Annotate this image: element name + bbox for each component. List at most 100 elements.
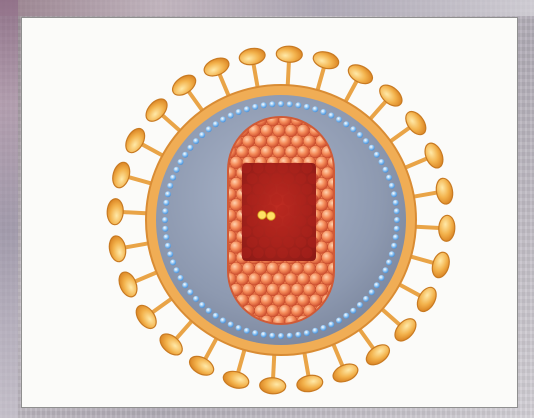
spike-stalk (408, 254, 434, 265)
core-bead (271, 173, 282, 184)
membrane-dot (199, 132, 205, 138)
core-bead (265, 247, 276, 258)
core-bead (277, 205, 288, 216)
core-bead (253, 247, 264, 258)
membrane-dot (174, 267, 180, 273)
spike-head (311, 49, 340, 71)
core-bead (259, 194, 270, 205)
spike-head (259, 377, 286, 394)
capsid-bead (285, 273, 297, 285)
membrane-dot (206, 308, 212, 314)
capsid-bead (267, 305, 279, 317)
membrane-dot (165, 191, 171, 197)
spike-stalk (122, 210, 148, 215)
spike-stalk (127, 175, 153, 186)
core-bead (247, 216, 258, 227)
core-bead (308, 237, 319, 248)
membrane-dot (391, 191, 397, 197)
membrane-dot (170, 259, 176, 265)
membrane-dot (389, 251, 395, 257)
spike-head (116, 269, 141, 299)
membrane-dot (236, 109, 242, 115)
capsid-bead (322, 252, 334, 264)
membrane-dot (269, 333, 275, 339)
membrane-dot (170, 175, 176, 181)
capsid-bead (291, 305, 303, 317)
capsid-bead (261, 146, 273, 158)
capsid-bead (230, 156, 242, 168)
membrane-dot (386, 175, 392, 181)
membrane-dot (162, 208, 168, 214)
membrane-dot (304, 330, 310, 336)
membrane-dot (287, 101, 293, 107)
membrane-dot (394, 226, 400, 232)
capsid-bead (267, 262, 279, 274)
membrane-dot (174, 167, 180, 173)
membrane-dot (383, 167, 389, 173)
capsid-bead (230, 262, 242, 274)
capsid-bead (279, 262, 291, 274)
core-bead (241, 163, 252, 174)
spike-stalk (286, 61, 291, 87)
capsid-bead (230, 177, 242, 189)
core-bead (277, 163, 288, 174)
capsid-bead (303, 283, 315, 295)
core-bead (259, 173, 270, 184)
capsid-bead (242, 262, 254, 274)
spike (291, 349, 324, 394)
core-bead (241, 205, 252, 216)
core-bead (308, 216, 319, 227)
capsid-bead (254, 262, 266, 274)
spike-head (132, 302, 160, 332)
core-bead (283, 237, 294, 248)
membrane-dot (182, 282, 188, 288)
core-bead (289, 163, 300, 174)
spike-head (414, 284, 440, 314)
capsid-bead (254, 283, 266, 295)
core-bead (259, 237, 270, 248)
core-bead (253, 163, 264, 174)
spike (275, 46, 303, 88)
capsid-bead (279, 135, 291, 147)
membrane-dot (357, 302, 363, 308)
spike-stalk (414, 225, 440, 230)
membrane-dot (167, 251, 173, 257)
capsid-bead (254, 135, 266, 147)
spike (107, 198, 149, 226)
membrane-dot (261, 332, 267, 338)
core-bead (302, 184, 313, 195)
membrane-dot (187, 145, 193, 151)
capsid-bead (230, 220, 242, 232)
core-bead (247, 237, 258, 248)
capsid-bead (315, 262, 327, 274)
core-bead (265, 163, 276, 174)
capsid-bead (315, 156, 327, 168)
membrane-dot (350, 308, 356, 314)
membrane-dot (252, 330, 258, 336)
core-bead (289, 247, 300, 258)
core-bead (277, 184, 288, 195)
core-bead (295, 194, 306, 205)
membrane-dot (391, 243, 397, 249)
capsid-bead (230, 199, 242, 211)
membrane-dot (261, 102, 267, 108)
membrane-dot (182, 152, 188, 158)
capsid-bead (273, 124, 285, 136)
core-bead (295, 216, 306, 227)
membrane-dot (393, 200, 399, 206)
membrane-dot (278, 333, 284, 339)
membrane-dot (213, 313, 219, 319)
capsid-bead (285, 294, 297, 306)
membrane-dot (363, 296, 369, 302)
core-bead (271, 194, 282, 205)
membrane-dot (343, 121, 349, 127)
capsid-bead (303, 135, 315, 147)
membrane-dot (244, 328, 250, 334)
spike (107, 230, 152, 263)
capsid-bead (273, 294, 285, 306)
spike-head (107, 198, 124, 225)
core-bead (253, 226, 264, 237)
capsid-bead (309, 294, 321, 306)
membrane-dot (269, 101, 275, 107)
